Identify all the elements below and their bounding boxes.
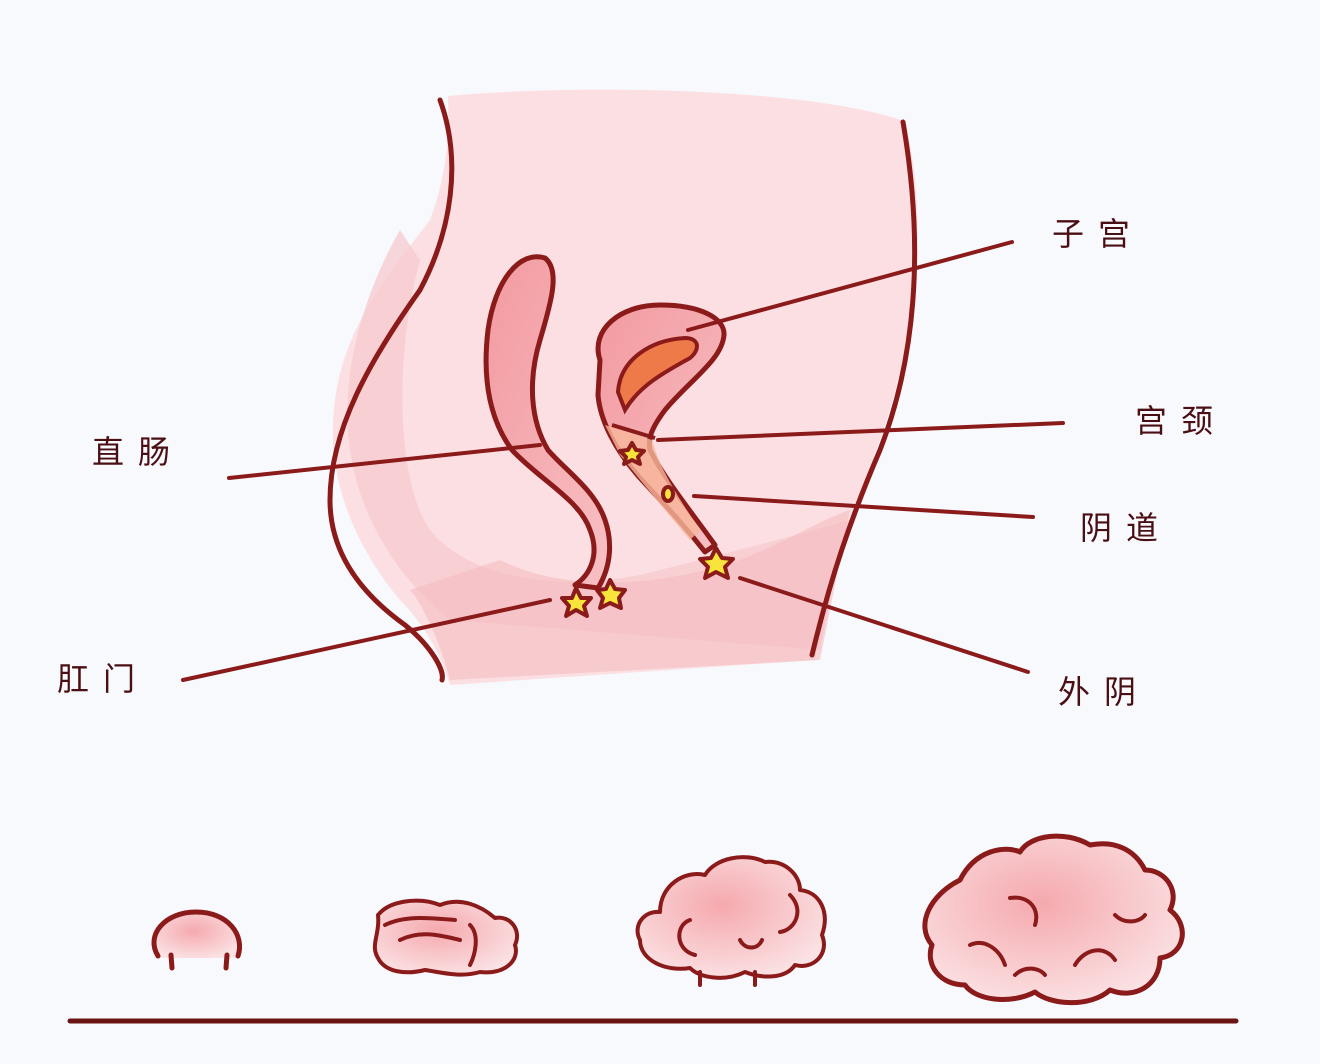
front-contour: [809, 119, 918, 658]
rectum-organ: [483, 254, 613, 591]
lesion-markers: [560, 441, 735, 618]
growth-stage-1: [151, 909, 242, 971]
uterus-cavity: [615, 335, 699, 415]
label-vulva: 外阴: [1058, 673, 1151, 711]
back-contour: [327, 97, 455, 683]
leader-vagina: [692, 494, 1035, 519]
growth-stage-2: [372, 898, 519, 977]
label-vagina: 阴道: [1080, 509, 1173, 547]
leader-rectum: [227, 443, 542, 480]
lesion-star-anus-right: [595, 578, 627, 610]
label-rectum: 直肠: [92, 433, 185, 471]
leader-cervix: [656, 421, 1065, 442]
label-uterus: 子宫: [1052, 215, 1145, 253]
pelvic-floor: [410, 510, 850, 680]
lesion-star-vulva: [698, 546, 735, 580]
label-cervix: 宫颈: [1135, 402, 1228, 440]
leader-uterus: [686, 240, 1014, 332]
lesion-dot-vagina: [661, 485, 675, 503]
growth-stage-4: [922, 833, 1185, 1006]
leader-vulva: [738, 576, 1030, 674]
lesion-star-cervix: [618, 441, 646, 466]
growth-stage-3: [635, 855, 827, 987]
lesion-star-anus-left: [560, 586, 593, 618]
leader-lines: [181, 240, 1065, 682]
label-anus: 肛门: [57, 660, 150, 698]
leader-anus: [181, 598, 552, 682]
